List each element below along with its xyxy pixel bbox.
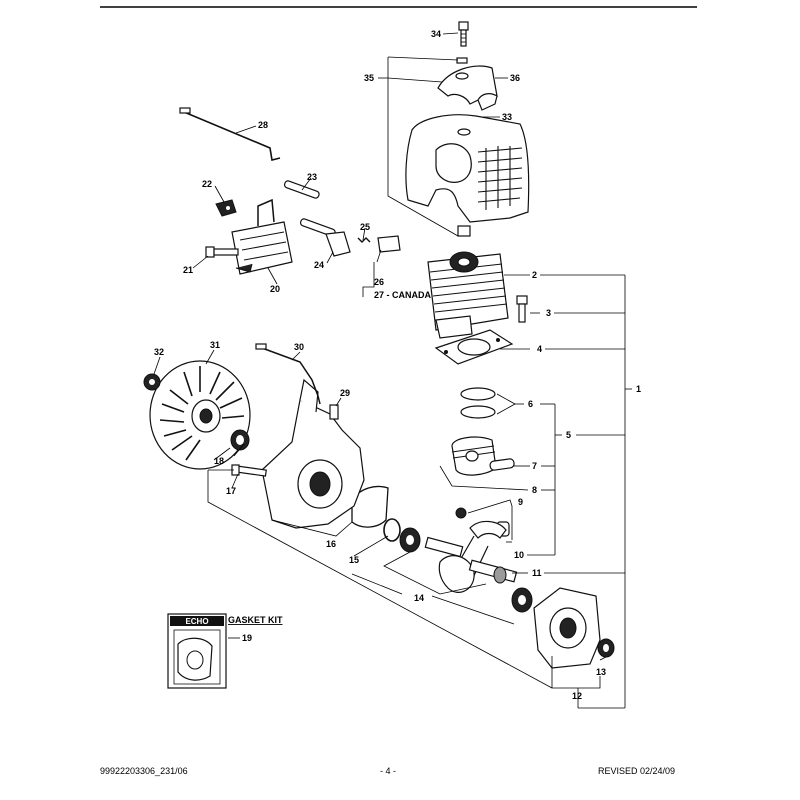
callout-2: 2 [532, 270, 537, 280]
callout-31: 31 [210, 340, 220, 350]
part-12-crankcase-right-half [533, 587, 601, 669]
callout-34: 34 [431, 29, 441, 39]
callout-24: 24 [314, 260, 324, 270]
callout-35: 35 [364, 73, 374, 83]
part-4-gasket [434, 329, 514, 365]
part-9-clips [455, 507, 467, 519]
callout-12: 12 [572, 691, 582, 701]
leader-lines [153, 32, 632, 709]
part-15-snap-ring [383, 518, 401, 542]
callout-19: 19 [242, 633, 252, 643]
callout-28: 28 [258, 120, 268, 130]
callout-4: 4 [537, 344, 542, 354]
part-6-piston-rings [460, 387, 496, 419]
part-5-piston [451, 436, 497, 476]
part-17-screw [231, 464, 267, 477]
callout-10: 10 [514, 550, 524, 560]
callout-30: 30 [294, 342, 304, 352]
part-21-screw [205, 246, 239, 258]
callout-29: 29 [340, 388, 350, 398]
part-16-crankcase-gasket [351, 485, 389, 528]
footer-doc-number: 99922203306_231/06 [100, 766, 188, 776]
part-29-stud [329, 404, 339, 420]
callout-23: 23 [307, 172, 317, 182]
part-14-bearing [399, 527, 533, 613]
callout-18: 18 [214, 456, 224, 466]
callout-11: 11 [532, 568, 542, 578]
part-33-cylinder-cover [405, 114, 530, 237]
part-36-cover-cap [437, 57, 498, 111]
callout-5: 5 [566, 430, 571, 440]
callout-13: 13 [596, 667, 606, 677]
callout-numbers: 34 35 36 33 28 22 23 25 24 21 20 26 27 -… [154, 29, 641, 701]
callout-1: 1 [636, 384, 641, 394]
crankcase-left-half [261, 378, 365, 529]
callout-27-canada: 27 - CANADA [374, 290, 432, 300]
callout-15: 15 [349, 555, 359, 565]
part-32-nut [143, 373, 161, 391]
callout-7: 7 [532, 461, 537, 471]
footer-page-number: - 4 - [380, 766, 397, 776]
part-22-clip [215, 199, 237, 217]
footer-revised-date: REVISED 02/24/09 [598, 766, 676, 776]
callout-6: 6 [528, 399, 533, 409]
callout-8: 8 [532, 485, 537, 495]
callout-36: 36 [510, 73, 520, 83]
part-20-ignition-coil [231, 198, 293, 275]
callout-20: 20 [270, 284, 280, 294]
callout-33: 33 [502, 112, 512, 122]
part-3-bolt [516, 295, 528, 323]
callout-9: 9 [518, 497, 523, 507]
part-25-spring [357, 237, 371, 243]
callout-3: 3 [546, 308, 551, 318]
part-28-throttle-rod [179, 107, 281, 161]
part-31-flywheel [149, 360, 251, 470]
callout-25: 25 [360, 222, 370, 232]
part-23-tubes [283, 180, 336, 237]
gasket-kit-brand: ECHO [185, 617, 208, 626]
part-30-stop-wire [255, 343, 321, 405]
callout-32: 32 [154, 347, 164, 357]
gasket-kit-box: ECHO GASKET KIT [167, 613, 283, 689]
part-13-oil-seal [597, 638, 615, 658]
part-34-screw [458, 21, 469, 47]
callout-26: 26 [374, 277, 384, 287]
callout-16: 16 [326, 539, 336, 549]
gasket-kit-title: GASKET KIT [228, 615, 283, 625]
callout-22: 22 [202, 179, 212, 189]
part-11-crankshaft [424, 520, 518, 593]
callout-21: 21 [183, 265, 193, 275]
part-2-cylinder [427, 251, 509, 339]
callout-14: 14 [414, 593, 424, 603]
part-18-oil-seal [230, 429, 250, 451]
part-24-plug-boot [325, 231, 351, 257]
part-7-piston-pin [489, 458, 515, 471]
callout-17: 17 [226, 486, 236, 496]
part-26-terminal [377, 235, 401, 253]
